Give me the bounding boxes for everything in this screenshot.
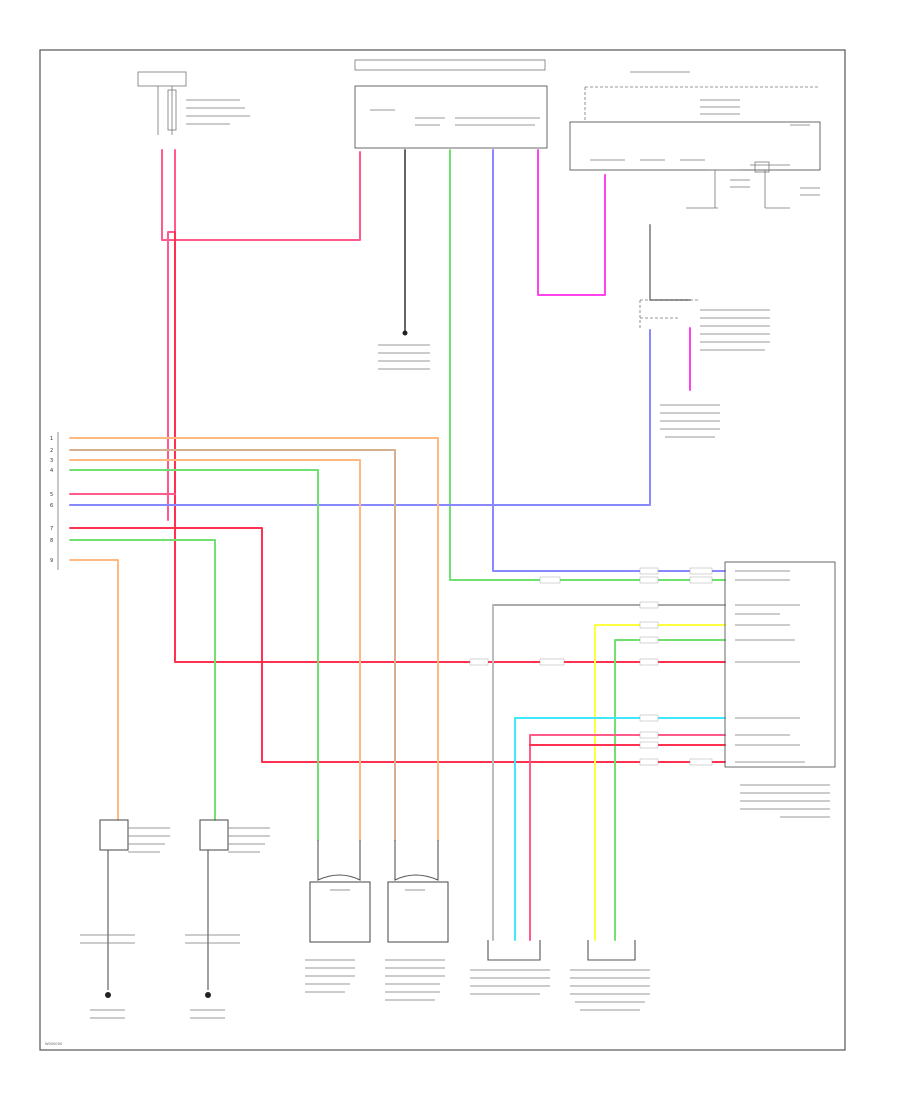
wire-pink-top [161,149,361,241]
wire-pink-right [529,734,726,941]
sensor-block-4 [570,940,650,1011]
footer-code: W000000 [45,1042,63,1046]
ground-label-center [378,344,430,370]
switch-left-1 [80,819,170,1019]
diagram-frame [39,49,846,1051]
wire-yellow [594,624,726,941]
fuse-block-top-left [137,71,250,135]
wire-red-lower [69,527,726,763]
wire-blue-right [69,329,651,506]
module-right [724,561,836,818]
sensor-block-1 [305,840,371,993]
switch-left-2 [185,819,270,1019]
pin-label-6: 6 [50,503,53,509]
sensor-block-3 [470,940,550,995]
sensor-block-2 [385,840,449,1001]
wire-magenta [537,149,606,296]
pin-label-1: 1 [50,436,53,442]
wire-cyan [514,717,726,941]
wire-green-7 [69,539,216,821]
wire-gray-right [649,224,691,301]
wire-tags [469,567,713,766]
connector-block-right [639,299,770,438]
wire-orange-9 [69,559,119,821]
pin-label-2: 2 [50,448,53,454]
wire-pink-trunk [167,149,176,521]
pin-label-9: 9 [50,558,53,564]
wire-green-4 [69,469,319,841]
ground-icon [105,992,111,998]
pin-label-8: 8 [50,538,53,544]
module-top-center [354,59,548,149]
pin-label-5: 5 [50,492,53,498]
wire-green-right [614,639,726,941]
pin-label-7: 7 [50,526,53,532]
wire-tan-2 [69,449,396,841]
wire-orange-1 [69,437,439,841]
pin-label-3: 3 [50,458,53,464]
wire-orange-3 [69,459,361,841]
ground-icon [205,992,211,998]
left-connector: 1 2 3 4 5 6 7 8 9 [50,432,59,570]
module-top-right [569,71,821,209]
ground-icon [402,330,408,336]
wire-green-vertical [449,149,726,581]
pin-label-4: 4 [50,468,53,474]
